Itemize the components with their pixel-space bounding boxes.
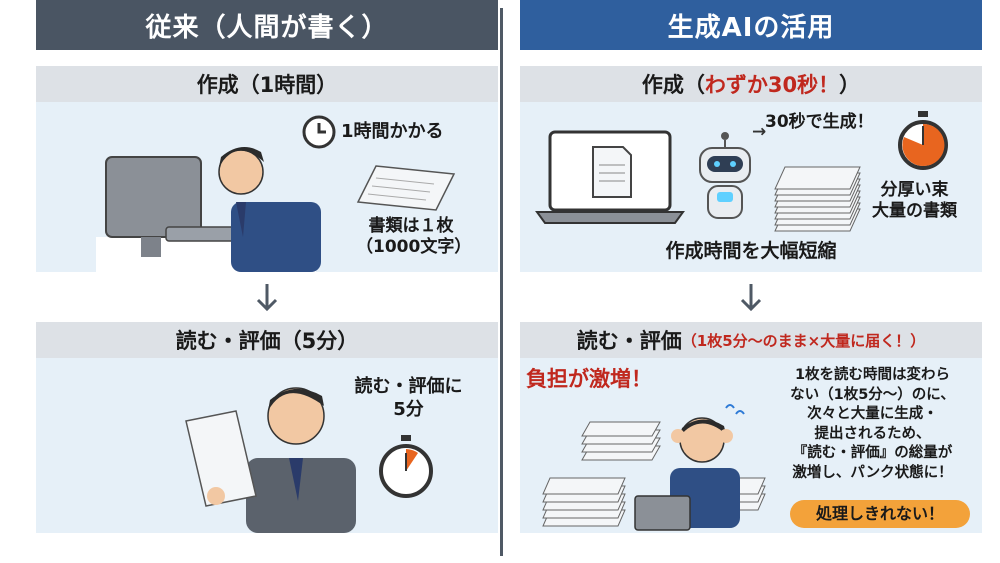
right-step1-panel: → 30秒で生成！ 分厚い束 大量の書類 作成時間を大幅短縮 bbox=[520, 102, 982, 272]
right-step2-panel: 負担が激増！ 1 bbox=[520, 358, 982, 533]
down-arrow-icon bbox=[740, 284, 762, 312]
generation-time-note: 30秒で生成！ bbox=[765, 112, 874, 132]
time-reduction-summary: 作成時間を大幅短縮 bbox=[665, 240, 837, 262]
left-step1-panel: 1時間かかる 書類は１枚 （1000文字） bbox=[36, 102, 498, 272]
document-icon bbox=[356, 165, 456, 211]
person-at-computer-illustration bbox=[96, 147, 321, 272]
laptop-icon bbox=[535, 130, 685, 224]
reading-time-note: 読む・評価に 5分 bbox=[354, 376, 463, 420]
paper-stack-icon bbox=[774, 166, 861, 232]
left-flow-arrow bbox=[36, 272, 498, 322]
robot-icon bbox=[699, 132, 751, 219]
cannot-process-callout: 処理しきれない！ bbox=[790, 500, 970, 528]
clock-icon bbox=[302, 115, 336, 149]
person-reading-illustration bbox=[185, 387, 356, 533]
ai-header: 生成AIの活用 bbox=[520, 0, 982, 50]
left-step2-title: 読む・評価（5分） bbox=[36, 322, 498, 358]
left-step2-panel: 読む・評価に 5分 bbox=[36, 358, 498, 533]
traditional-column: 従来（人間が書く） 作成（1時間） 1時間かかる 書類は１枚 （1000文字 bbox=[36, 0, 498, 533]
right-flow-arrow bbox=[520, 272, 982, 322]
time-note: 1時間かかる bbox=[341, 121, 444, 142]
stopwatch-icon bbox=[898, 111, 948, 170]
overload-note: （1枚5分〜のまま×大量に届く！） bbox=[681, 331, 926, 350]
down-arrow-icon bbox=[256, 284, 278, 312]
overwhelmed-person-illustration bbox=[542, 404, 766, 531]
left-step1-title: 作成（1時間） bbox=[36, 66, 498, 102]
arrow-glyph: → bbox=[752, 122, 767, 142]
stack-note: 分厚い束 大量の書類 bbox=[872, 180, 957, 222]
explanation-text: 1枚を読む時間は変わら ない（1枚5分〜）のに、 次々と大量に生成・ 提出される… bbox=[790, 367, 955, 481]
fast-highlight: わずか30秒！ bbox=[704, 73, 840, 97]
right-step1-title: 作成（わずか30秒！） bbox=[520, 66, 982, 102]
right-step2-title: 読む・評価（1枚5分〜のまま×大量に届く！） bbox=[520, 322, 982, 358]
ai-column: 生成AIの活用 作成（わずか30秒！） → 30秒で生成！ bbox=[520, 0, 982, 533]
traditional-header: 従来（人間が書く） bbox=[36, 0, 498, 50]
document-count-note: 書類は１枚 （1000文字） bbox=[356, 216, 472, 258]
column-divider bbox=[500, 8, 503, 556]
burden-alert: 負担が激増！ bbox=[526, 367, 652, 391]
stopwatch-icon bbox=[379, 435, 433, 498]
